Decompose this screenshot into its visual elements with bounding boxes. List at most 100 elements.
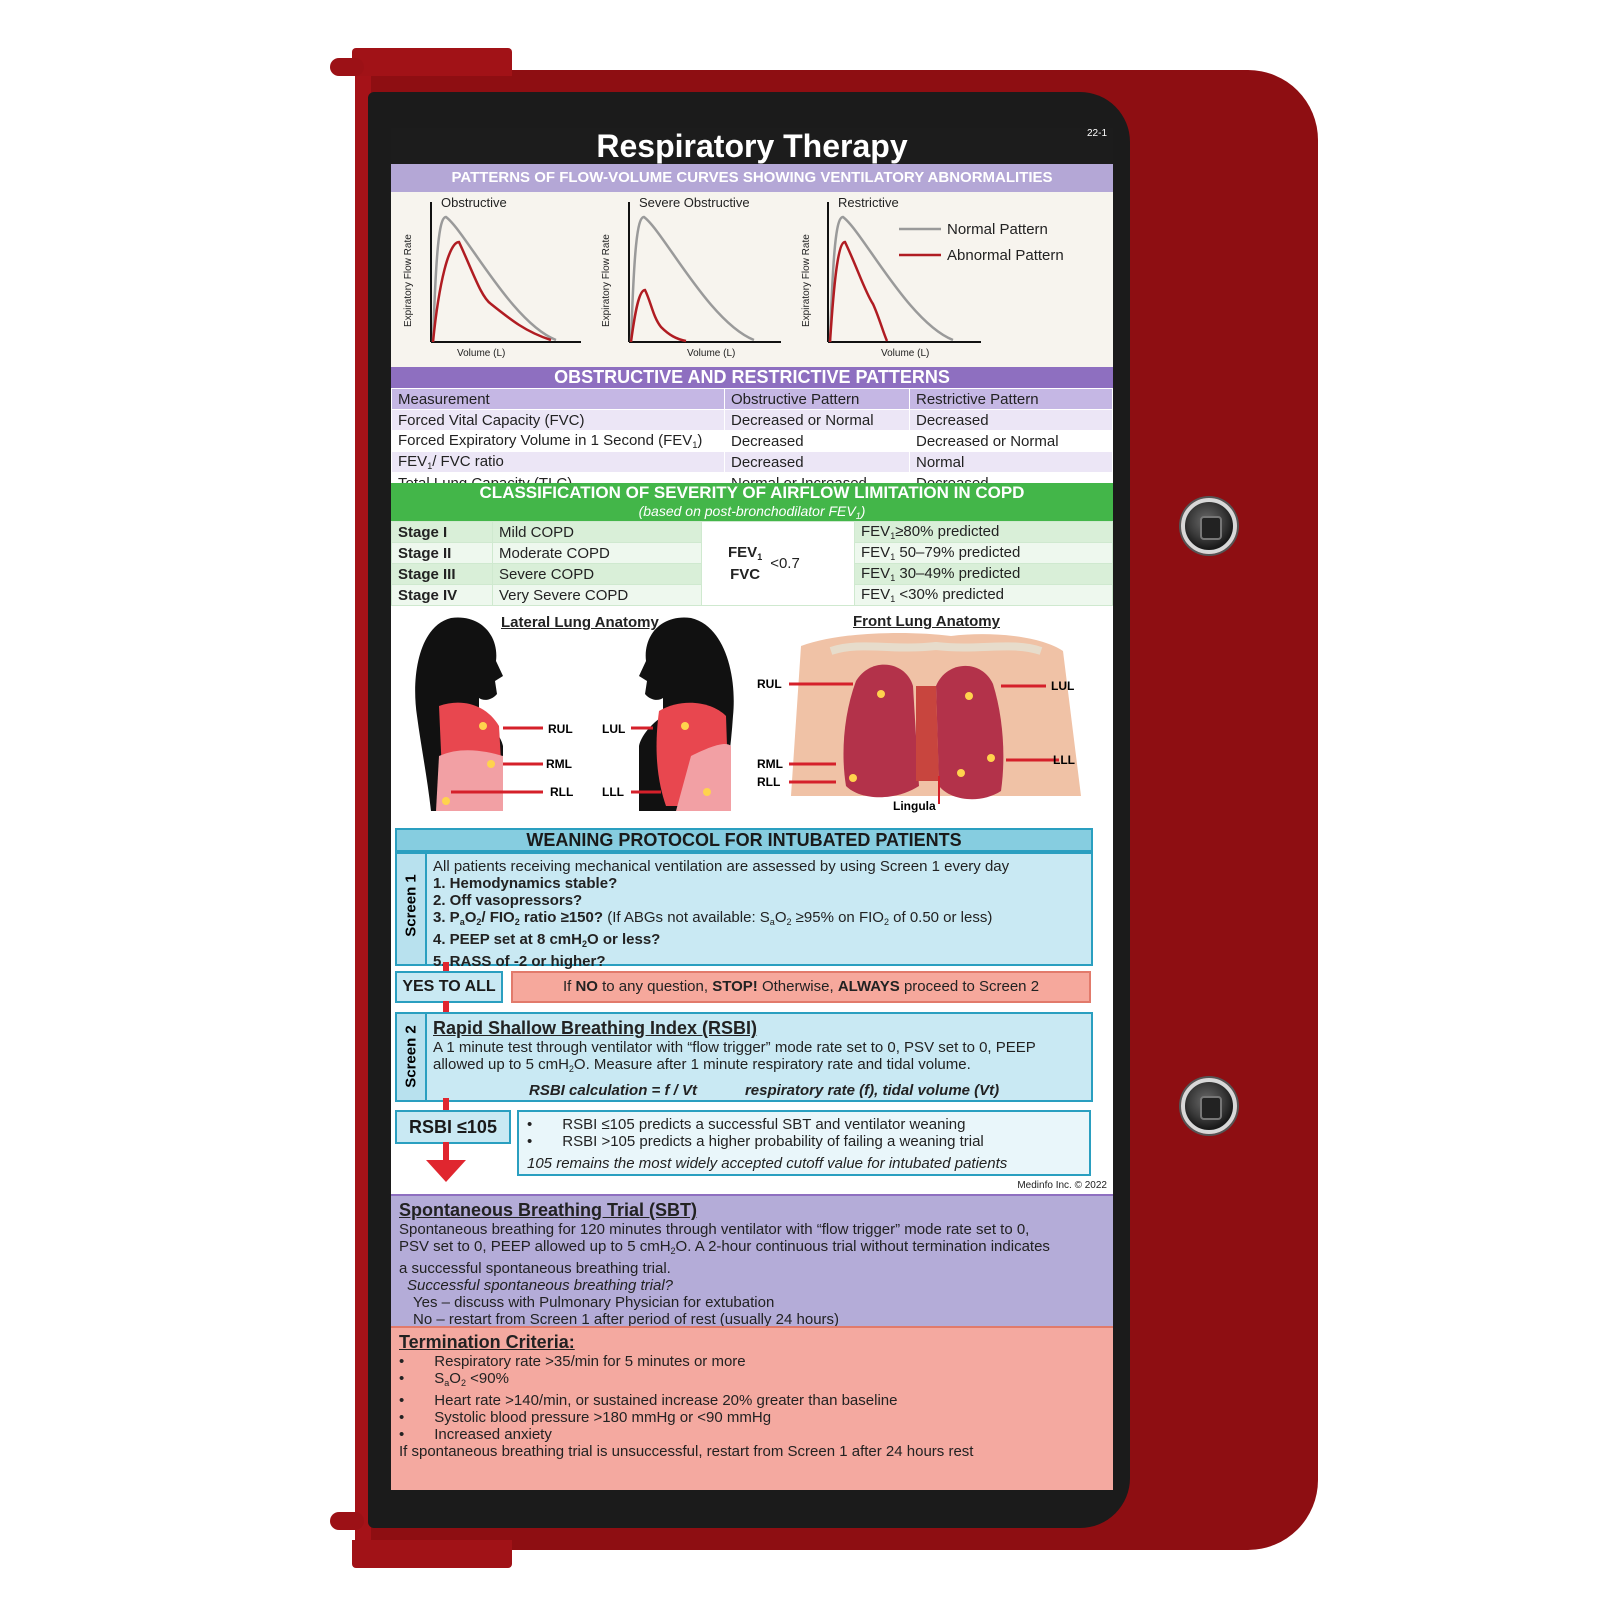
xlabel: Volume (L) (457, 348, 505, 359)
label-front-rul: RUL (757, 677, 782, 691)
card-title: Respiratory Therapy (391, 128, 1113, 164)
xlabel: Volume (L) (881, 348, 929, 359)
table-row: Stage III Severe COPD FEV1 30–49% predic… (391, 563, 1113, 585)
table-row: Forced Expiratory Volume in 1 Second (FE… (391, 430, 1113, 452)
cell: Decreased or Normal (909, 430, 1113, 452)
cell: Severe COPD (492, 563, 702, 585)
cell: Stage IV (391, 584, 493, 606)
screen2-label: Screen 2 (402, 1025, 420, 1088)
question-5: 5. RASS of -2 or higher? (433, 953, 606, 970)
copd-title: CLASSIFICATION OF SEVERITY OF AIRFLOW LI… (479, 483, 1025, 502)
rsbi-note: 105 remains the most widely accepted cut… (527, 1155, 1008, 1172)
clipboard-spine (355, 50, 371, 1565)
cell: Forced Expiratory Volume in 1 Second (FE… (391, 430, 725, 452)
left-lung (936, 665, 1004, 800)
label-rul: RUL (548, 722, 573, 736)
sbt-section: Spontaneous Breathing Trial (SBT) Sponta… (391, 1194, 1113, 1328)
label-front-lul: LUL (1051, 679, 1074, 693)
cell: Normal (909, 451, 1113, 473)
rsbi-text-1: A 1 minute test through ventilator with … (433, 1039, 1036, 1056)
normal-curve (629, 215, 755, 343)
lung-anatomy-illustration: RUL RML RLL LUL LLL RUL (415, 617, 1081, 813)
sbt-yes: Yes – discuss with Pulmonary Physician f… (413, 1294, 775, 1311)
termination-item: •Increased anxiety (399, 1426, 552, 1443)
curve-legend: Normal Pattern Abnormal Pattern (899, 221, 1064, 264)
flow-volume-curves: Obstructive Expiratory Flow Rate Volume … (403, 195, 1064, 359)
termination-footer: If spontaneous breathing trial is unsucc… (399, 1443, 974, 1460)
label-rml: RML (546, 757, 572, 771)
label-front-rll: RLL (757, 775, 780, 789)
cell: FEV1 50–79% predicted (854, 542, 1113, 564)
screen2-tab: Screen 2 (397, 1014, 427, 1100)
screen1-label: Screen 1 (402, 874, 420, 937)
termination-item: •Systolic blood pressure >180 mmHg or <9… (399, 1409, 772, 1426)
reference-card: Respiratory Therapy 22-1 PATTERNS OF FLO… (391, 128, 1113, 1490)
cell: FEV1 30–49% predicted (854, 563, 1113, 585)
clipboard-top-tab (352, 48, 512, 76)
cell: Decreased (724, 430, 910, 452)
col-measurement: Measurement (391, 388, 725, 410)
screen2-box: Screen 2 Rapid Shallow Breathing Index (… (395, 1012, 1093, 1102)
sbt-question: Successful spontaneous breathing trial? (407, 1277, 674, 1294)
abnormal-curve (629, 288, 687, 343)
panel-title-severe: Severe Obstructive (639, 195, 750, 210)
patterns-table: Measurement Obstructive Pattern Restrict… (391, 388, 1113, 494)
screen2-content: Rapid Shallow Breathing Index (RSBI) A 1… (433, 1018, 1083, 1099)
stop-box: If NO to any question, STOP! Otherwise, … (511, 971, 1091, 1003)
rsbi-notes-box: •RSBI ≤105 predicts a successful SBT and… (517, 1110, 1091, 1176)
copyright: Medinfo Inc. © 2022 (1017, 1180, 1107, 1191)
ylabel: Expiratory Flow Rate (801, 234, 812, 327)
cell: Stage I (391, 521, 493, 543)
down-arrow-icon (426, 1160, 466, 1182)
panel-title-restrictive: Restrictive (838, 195, 899, 210)
anatomy-section: Lateral Lung Anatomy Front Lung Anatomy … (391, 606, 1113, 828)
yes-to-all-box: YES TO ALL (395, 971, 503, 1003)
termination-item: •Respiratory rate >35/min for 5 minutes … (399, 1353, 746, 1370)
ylabel: Expiratory Flow Rate (403, 234, 414, 327)
rsbi-bullet-1: •RSBI ≤105 predicts a successful SBT and… (527, 1116, 966, 1133)
table-row: Stage IV Very Severe COPD FEV1 <30% pred… (391, 584, 1113, 606)
binder-ring-icon (1181, 498, 1237, 554)
question-3: 3. PaO2/ FIO2 ratio ≥150? (If ABGs not a… (433, 909, 993, 927)
abnormal-curve (828, 240, 889, 343)
clipboard-bottom-tab (352, 1540, 512, 1568)
screen1-intro: All patients receiving mechanical ventil… (433, 858, 1010, 875)
sbt-line-3: a successful spontaneous breathing trial… (399, 1260, 671, 1277)
cell: FEV1≥80% predicted (854, 521, 1113, 543)
label-lul: LUL (602, 722, 625, 736)
right-lung (843, 664, 919, 798)
normal-curve (431, 215, 557, 343)
patterns-header: OBSTRUCTIVE AND RESTRICTIVE PATTERNS (391, 367, 1113, 388)
lateral-title: Lateral Lung Anatomy (501, 614, 659, 631)
normal-curve (828, 215, 954, 343)
question-1: 1. Hemodynamics stable? (433, 875, 618, 892)
rsbi-text-2: allowed up to 5 cmH2O. Measure after 1 m… (433, 1056, 971, 1074)
hinge-bottom-icon (330, 1512, 364, 1530)
weaning-header: WEANING PROTOCOL FOR INTUBATED PATIENTS (395, 828, 1093, 852)
card-code: 22-1 (1086, 128, 1107, 139)
abnormal-curve (431, 240, 552, 343)
screen1-tab: Screen 1 (397, 854, 427, 964)
col-restrictive: Restrictive Pattern (909, 388, 1113, 410)
question-4: 4. PEEP set at 8 cmH2O or less? (433, 931, 661, 949)
xlabel: Volume (L) (687, 348, 735, 359)
panel-title-obstructive: Obstructive (441, 195, 507, 210)
front-title: Front Lung Anatomy (853, 613, 1000, 630)
curve-severe-obstructive: Severe Obstructive Expiratory Flow Rate … (601, 195, 781, 359)
label-front-lll: LLL (1053, 753, 1075, 767)
curve-restrictive: Restrictive Expiratory Flow Rate Volume … (801, 195, 981, 359)
cell: Stage III (391, 563, 493, 585)
sbt-line-1: Spontaneous breathing for 120 minutes th… (399, 1221, 1030, 1238)
termination-section: Termination Criteria: •Respiratory rate … (391, 1326, 1113, 1490)
cell: Very Severe COPD (492, 584, 702, 606)
sbt-line-2: PSV set to 0, PEEP allowed up to 5 cmH2O… (399, 1238, 1050, 1256)
rsbi-threshold-box: RSBI ≤105 (395, 1110, 511, 1144)
ylabel: Expiratory Flow Rate (601, 234, 612, 327)
rsbi-bullet-2: •RSBI >105 predicts a higher probability… (527, 1133, 984, 1150)
sbt-no: No – restart from Screen 1 after period … (413, 1311, 840, 1328)
cell: Decreased or Normal (724, 409, 910, 431)
termination-item: •SaO2 <90% (399, 1370, 509, 1388)
